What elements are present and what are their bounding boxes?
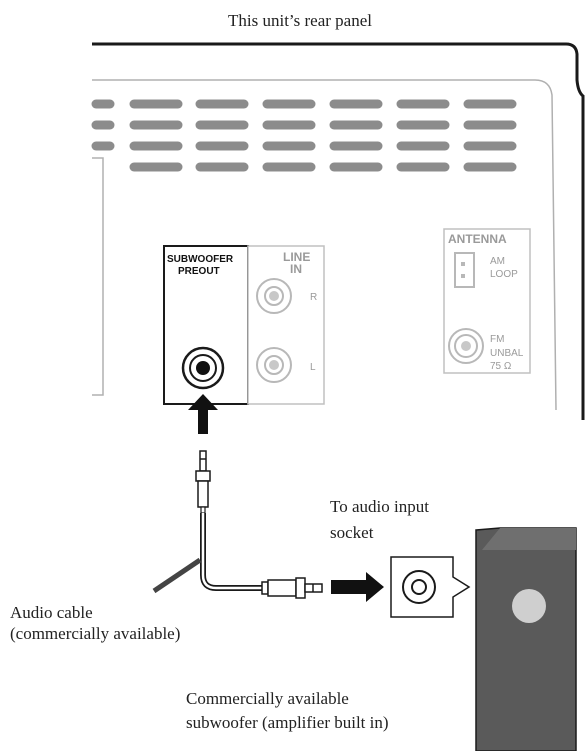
audio-input-caption: To audio input socket xyxy=(330,494,429,546)
ohm-label: 75 Ω xyxy=(490,361,512,372)
subwoofer-caption: Commercially available subwoofer (amplif… xyxy=(186,687,389,735)
subwoofer-label: SUBWOOFER xyxy=(167,254,234,265)
subwoofer-cabinet xyxy=(475,527,577,751)
audio-input-socket xyxy=(390,556,471,618)
audio-input-caption-line2: socket xyxy=(330,523,374,542)
right-arrow xyxy=(331,572,384,602)
subwoofer-caption-line1: Commercially available xyxy=(186,689,349,708)
line-in-terminal: LINE IN R L xyxy=(247,245,325,405)
subwoofer-caption-line2: subwoofer (amplifier built in) xyxy=(186,713,389,732)
loop-label: LOOP xyxy=(490,269,518,280)
fm-label: FM xyxy=(490,334,504,345)
audio-cable-caption: Audio cable (commercially available) xyxy=(10,602,180,644)
up-arrow xyxy=(188,394,218,434)
audio-cable xyxy=(152,450,323,599)
audio-input-caption-line1: To audio input xyxy=(330,497,429,516)
rear-panel-caption: This unit’s rear panel xyxy=(228,11,372,30)
rear-panel xyxy=(92,42,585,420)
antenna-terminal: ANTENNA AM LOOP FM UNBAL 75 Ω xyxy=(443,228,531,374)
antenna-label: ANTENNA xyxy=(448,232,507,246)
channel-r-label: R xyxy=(310,292,317,303)
audio-cable-caption-line2: (commercially available) xyxy=(10,624,181,643)
subwoofer-driver xyxy=(512,589,546,623)
preout-label: PREOUT xyxy=(178,266,220,277)
channel-l-label: L xyxy=(310,362,316,373)
audio-cable-caption-line1: Audio cable xyxy=(10,603,93,622)
line-in-label: LINE xyxy=(283,250,310,264)
am-label: AM xyxy=(490,256,505,267)
subwoofer-preout-terminal: SUBWOOFER PREOUT xyxy=(163,245,249,405)
line-in-label-2: IN xyxy=(290,262,302,276)
am-loop-terminal xyxy=(454,252,475,288)
unbal-label: UNBAL xyxy=(490,348,524,359)
vent-slots xyxy=(91,99,517,172)
